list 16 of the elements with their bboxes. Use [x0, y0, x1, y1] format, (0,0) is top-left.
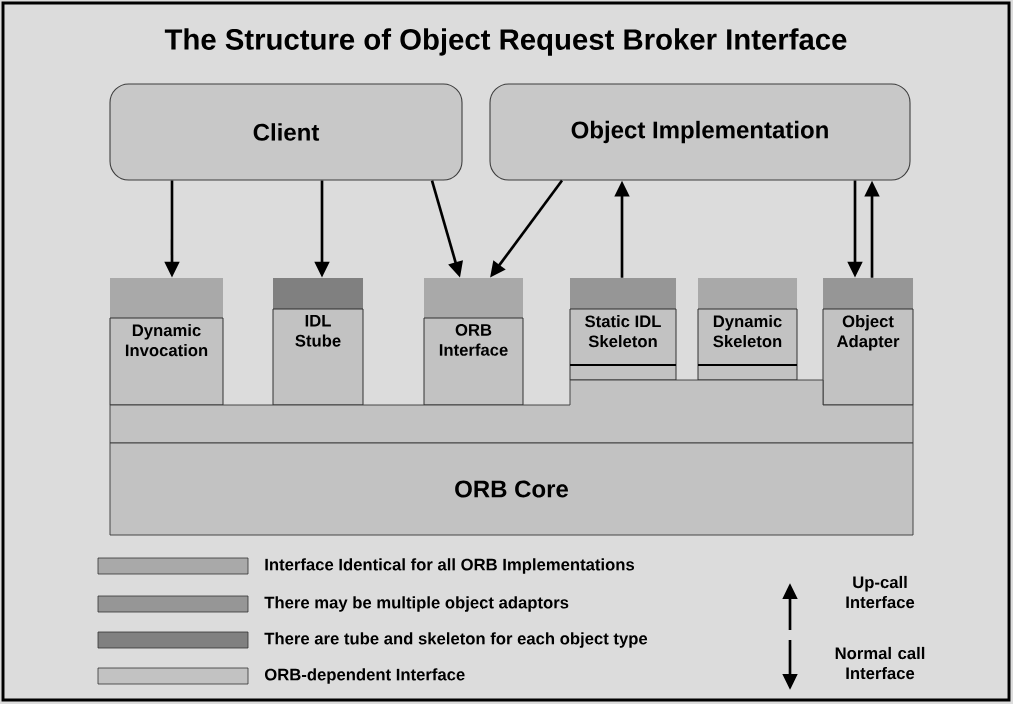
- component-box: ORB Interface: [423, 278, 524, 406]
- component-box: Static IDL Skeleton: [569, 278, 677, 381]
- title: The Structure of Object Request Broker Interface: [164, 28, 847, 56]
- legend-text: Normal call Interface: [835, 646, 925, 680]
- core-box: ORB Core: [109, 442, 914, 536]
- component-box: IDL Stube: [272, 278, 364, 406]
- legend-text: ORB-dependent Interface: [264, 668, 465, 684]
- legend-text: Up-call Interface: [846, 575, 915, 609]
- rounded-box: Client: [109, 83, 463, 181]
- component-box: Object Adapter: [822, 278, 914, 406]
- component-box: Dynamic Skeleton: [697, 278, 798, 381]
- legend-text: There are tube and skeleton for each object type: [264, 632, 648, 648]
- legend-text: Interface Identical for all ORB Implementations: [265, 558, 635, 574]
- legend-text: There may be multiple object adaptors: [264, 596, 569, 612]
- component-box: Dynamic Invocation: [109, 278, 224, 406]
- rounded-box: Object Implementation: [489, 83, 911, 181]
